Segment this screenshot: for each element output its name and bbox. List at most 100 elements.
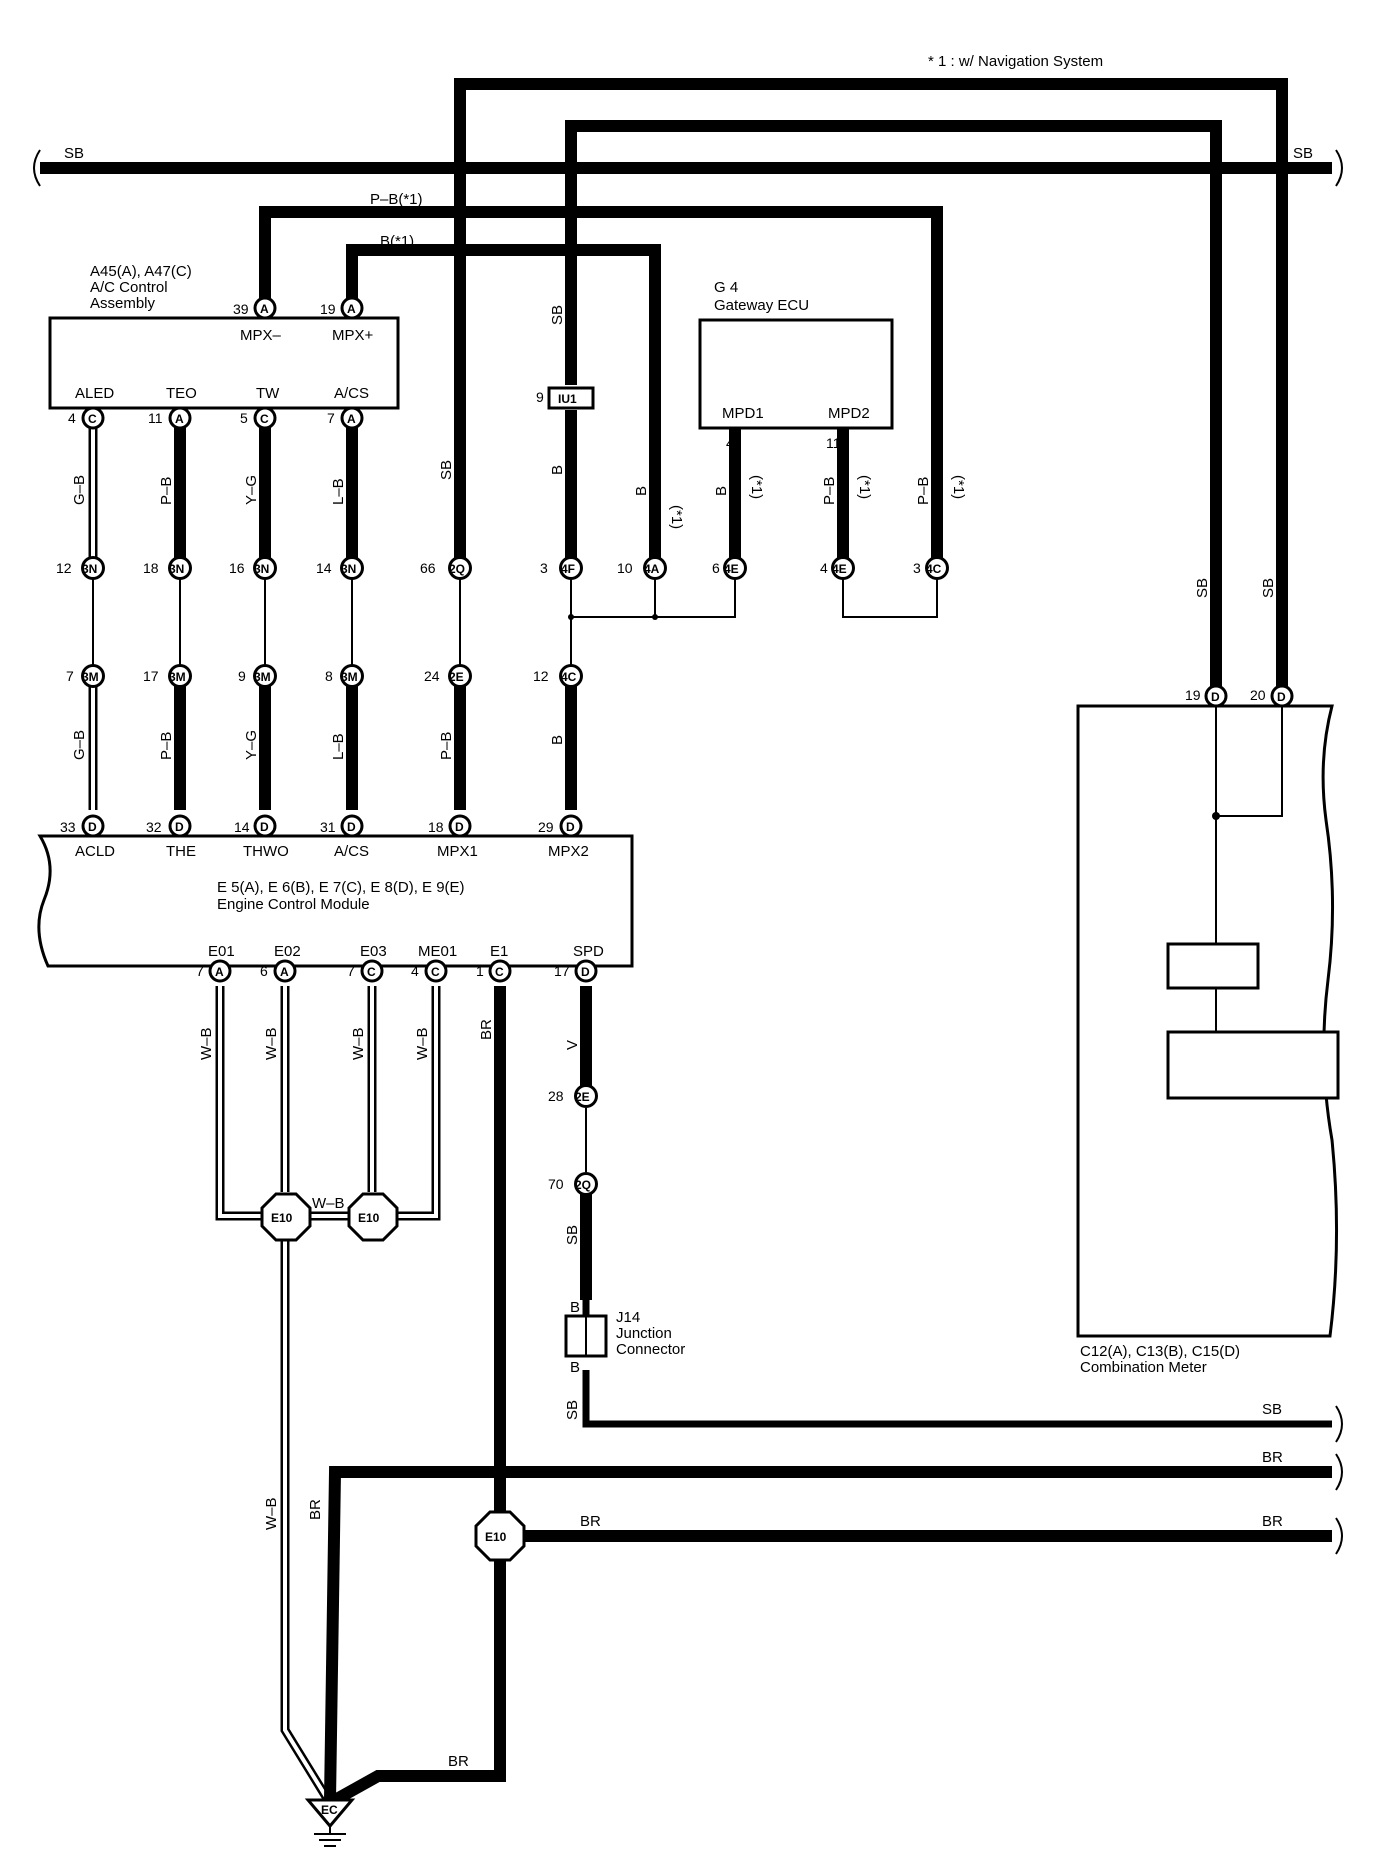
wire-label: G–B xyxy=(71,475,88,505)
wire-label: SB xyxy=(1262,1401,1282,1418)
pin-connector: D xyxy=(581,965,590,979)
splice-e10: E10 xyxy=(347,1192,399,1242)
svg-text:4E: 4E xyxy=(832,562,847,576)
svg-text:3N: 3N xyxy=(254,562,269,576)
wire-label: B xyxy=(549,465,566,475)
pin-number: 39 xyxy=(233,301,249,317)
meter-name: Combination Meter xyxy=(1080,1359,1207,1376)
pin-connector: A xyxy=(347,412,356,426)
pin-connector: D xyxy=(1277,690,1286,704)
pin-connector: D xyxy=(347,820,356,834)
svg-text:2Q: 2Q xyxy=(575,1178,591,1192)
pin-number: 4 xyxy=(68,410,76,426)
svg-text:3N: 3N xyxy=(341,562,356,576)
wire-label-b-nav: B(*1) xyxy=(380,233,414,250)
pin-label: E1 xyxy=(490,943,508,960)
svg-text:2E: 2E xyxy=(449,670,464,684)
wire-label: W–B xyxy=(350,1027,367,1060)
ac-bottom-pins: 4 C 11 A 5 C 7 A xyxy=(68,406,364,430)
meter-ids: C12(A), C13(B), C15(D) xyxy=(1080,1343,1240,1360)
pin-label: E01 xyxy=(208,943,235,960)
pin-connector: D xyxy=(260,820,269,834)
wire-b-nav xyxy=(346,244,661,560)
pin-connector: A xyxy=(347,302,356,316)
wire-label-pb-nav: P–B(*1) xyxy=(370,191,423,208)
pin-number: 5 xyxy=(240,410,248,426)
wire-label-sb: SB xyxy=(1293,145,1313,162)
wire-sb-mpx1-loop xyxy=(454,78,1288,696)
pin-label: A/CS xyxy=(334,385,369,402)
wire-label: B xyxy=(633,486,650,496)
svg-text:E10: E10 xyxy=(271,1211,293,1225)
wire-label: P–B xyxy=(438,732,455,760)
pin-number: 9 xyxy=(536,389,544,405)
svg-text:70: 70 xyxy=(548,1176,564,1192)
svg-text:3: 3 xyxy=(540,560,548,576)
svg-text:12: 12 xyxy=(56,560,72,576)
wire-label: BR xyxy=(307,1499,324,1520)
svg-text:6: 6 xyxy=(712,560,720,576)
wire-label: W–B xyxy=(414,1027,431,1060)
splice-e10: E10 xyxy=(260,1192,312,1242)
junction-id: J14 xyxy=(616,1309,640,1326)
pin-label: MPX+ xyxy=(332,327,374,344)
pin-number: 19 xyxy=(1185,687,1201,703)
pin-label: MPD2 xyxy=(828,405,870,422)
wire-label: P–B xyxy=(821,477,838,505)
iu1-label: IU1 xyxy=(558,392,577,406)
pin-number: 7 xyxy=(347,963,355,979)
wire-label: BR xyxy=(448,1753,469,1770)
navigation-note: * 1 : w/ Navigation System xyxy=(928,53,1103,70)
pin-number: 6 xyxy=(260,963,268,979)
wire-label: (*1) xyxy=(950,475,967,499)
wire-label: SB xyxy=(1194,578,1211,598)
gateway-ecu: G 4 Gateway ECU MPD1 MPD2 4 11 xyxy=(698,279,894,451)
wire-label: P–B xyxy=(915,477,932,505)
gateway-id: G 4 xyxy=(714,279,738,296)
wire-label: BR xyxy=(478,1019,495,1040)
junction-name: Junction xyxy=(616,1325,672,1342)
svg-text:9: 9 xyxy=(238,668,246,684)
pin-connector: A xyxy=(215,965,224,979)
ac-control-ids: A45(A), A47(C) xyxy=(90,263,192,280)
wire-label: B xyxy=(549,735,566,745)
svg-text:24: 24 xyxy=(424,668,440,684)
pin-number: 18 xyxy=(428,819,444,835)
connector: 24 2E xyxy=(424,664,472,688)
pin-connector: D xyxy=(1211,690,1220,704)
pin-connector: D xyxy=(88,820,97,834)
pin-label: E03 xyxy=(360,943,387,960)
gateway-name: Gateway ECU xyxy=(714,297,809,314)
wire-label: W–B xyxy=(198,1027,215,1060)
wire-label: BR xyxy=(1262,1513,1283,1530)
junction-pin: B xyxy=(570,1299,580,1316)
wire-label: W–B xyxy=(263,1027,280,1060)
svg-text:7: 7 xyxy=(66,668,74,684)
pin-connector: D xyxy=(175,820,184,834)
svg-text:66: 66 xyxy=(420,560,436,576)
wire-label: (*1) xyxy=(856,475,873,499)
wire-label: BR xyxy=(580,1513,601,1530)
pin-label: ALED xyxy=(75,385,114,402)
wire-label: L–B xyxy=(330,478,347,505)
wire-label: G–B xyxy=(71,730,88,760)
pin-connector: C xyxy=(495,965,504,979)
pin-number: 20 xyxy=(1250,687,1266,703)
svg-text:17: 17 xyxy=(143,668,159,684)
pin-connector: A xyxy=(260,302,269,316)
ac-control-assembly: A45(A), A47(C) A/C Control Assembly 39 A… xyxy=(48,263,400,410)
pin-number: 11 xyxy=(148,410,163,426)
wire-label: (*1) xyxy=(668,505,685,529)
pin-label: E02 xyxy=(274,943,301,960)
svg-text:4A: 4A xyxy=(644,562,660,576)
ac-control-name: Assembly xyxy=(90,295,156,312)
wire-pb-nav xyxy=(259,206,943,560)
svg-text:3M: 3M xyxy=(341,670,358,684)
